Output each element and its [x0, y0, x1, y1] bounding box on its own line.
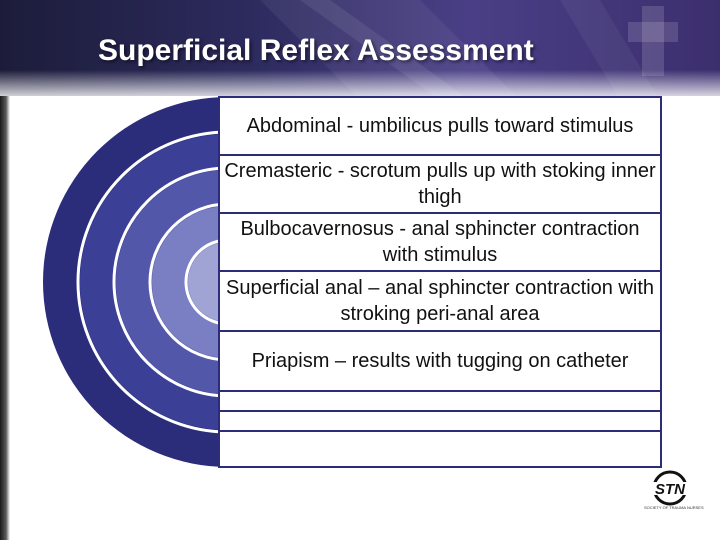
list-item: Priapism – results with tugging on cathe…	[218, 330, 662, 392]
list-item-text: Priapism – results with tugging on cathe…	[251, 350, 629, 372]
logo-text: STN	[655, 481, 686, 498]
slide-title: Superficial Reflex Assessment	[98, 34, 534, 67]
list-item	[218, 390, 662, 412]
list-item: Cremasteric - scrotum pulls up with stok…	[218, 154, 662, 214]
stn-logo: STN	[652, 470, 688, 506]
list-item	[218, 410, 662, 432]
list-item-text: Abdominal - umbilicus pulls toward stimu…	[246, 115, 634, 137]
cross-decoration	[628, 6, 678, 76]
list-item-text: Bulbocavernosus - anal sphincter contrac…	[240, 218, 640, 266]
list-item-text: Cremasteric - scrotum pulls up with stok…	[224, 160, 656, 208]
list-item: Abdominal - umbilicus pulls toward stimu…	[218, 96, 662, 156]
reflex-list: Abdominal - umbilicus pulls toward stimu…	[218, 96, 666, 468]
list-item	[218, 430, 662, 468]
list-item: Bulbocavernosus - anal sphincter contrac…	[218, 212, 662, 272]
list-item-text: Superficial anal – anal sphincter contra…	[225, 277, 655, 325]
logo-caption: SOCIETY OF TRAUMA NURSES	[644, 505, 704, 510]
list-item: Superficial anal – anal sphincter contra…	[218, 270, 662, 332]
left-edge-shadow	[0, 96, 10, 540]
